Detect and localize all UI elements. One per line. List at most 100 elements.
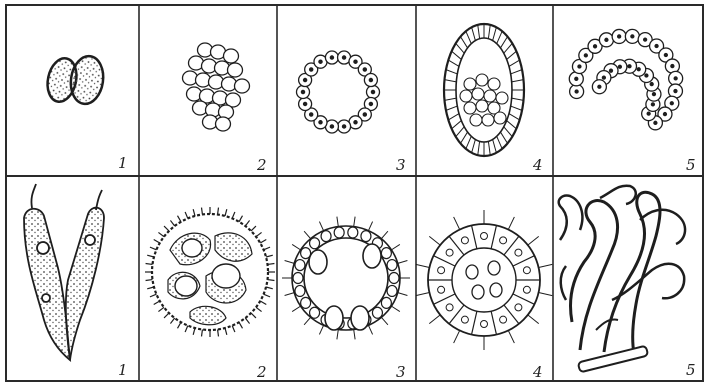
nucleus [644,38,647,41]
inner-cell [464,102,476,114]
cell [387,260,397,271]
cell [321,231,331,242]
nucleus [637,68,640,71]
panel-number-top-3: 3 [396,156,406,174]
nucleus [515,304,522,311]
flagellum [256,307,262,311]
flagellum [232,212,235,218]
nucleus [500,237,507,244]
panel-bottom-2-illustration [145,207,275,337]
flagellum [539,264,553,267]
flagellum [398,293,408,296]
flagellum [202,208,203,215]
panel-number-bottom-2: 2 [256,363,267,381]
reproductive-cell [351,306,369,330]
nucleus [671,65,674,68]
panel-number-top-1: 1 [118,154,128,172]
nucleus [319,121,322,124]
nucleus [330,56,333,59]
flagellum [354,217,355,227]
nucleus [651,103,654,106]
nucleus [371,90,374,93]
nucleus [654,121,657,124]
flagellum [260,240,266,244]
flagellum [158,232,164,236]
nucleus [319,60,322,63]
nucleus [618,65,621,68]
inner-wall [452,248,516,312]
inner-cell [472,88,484,100]
flagellum [381,317,388,325]
nucleus [602,76,605,79]
inner-cell [488,78,500,90]
inner-cell [482,114,494,126]
inner-cell [496,92,508,104]
flagellum [416,264,430,267]
nucleus [674,77,677,80]
nucleus [523,267,530,274]
panel-bottom-4-illustration [416,210,552,350]
cell [372,307,382,318]
flagellum [164,226,169,231]
cell [224,49,239,63]
nucleus [575,90,578,93]
flagellum [245,318,249,324]
panel-top-3-illustration [297,51,380,133]
cell [301,297,311,308]
flagellum [381,231,388,239]
panel-number-bottom-5: 5 [686,361,696,379]
flagellum [398,261,408,264]
flagellum [429,236,440,245]
nucleus [310,68,313,71]
flagellum [539,292,553,295]
flagellum [146,264,153,265]
nucleus [461,237,468,244]
flagellum [185,326,188,332]
flagellum [528,315,539,324]
flagellum [354,329,355,339]
flagellum [429,315,440,324]
flagellum [202,330,203,337]
nucleus [438,286,445,293]
nucleus [609,69,612,72]
flagellum [285,261,295,264]
cell [334,227,344,238]
nucleus [304,78,307,81]
flagellum [292,244,300,249]
nucleus [342,125,345,128]
nucleus [523,286,530,293]
nucleus [481,233,488,240]
inner-cell [460,90,472,102]
nucleus [647,112,650,115]
flagellum [304,231,311,239]
cell [235,79,250,93]
flagellum [337,217,338,227]
flagellum [239,322,243,328]
flagellum [508,217,514,230]
flagellum [251,313,256,318]
nucleus [645,74,648,77]
panel-number-bottom-3: 3 [396,363,406,381]
nucleus [438,267,445,274]
flagellum [245,220,249,226]
panel-number-top-5: 5 [686,156,696,174]
panel-number-top-4: 4 [532,156,543,174]
flagellum [416,292,430,295]
flagellum [454,330,460,343]
cell [381,297,391,308]
nucleus [363,68,366,71]
cell [381,248,391,259]
nucleus [301,90,304,93]
flagellum [170,220,174,226]
flagellum [232,326,235,332]
nucleus [674,90,677,93]
nucleus [481,321,488,328]
inner-cell [464,78,476,90]
flagellum [154,301,160,305]
nucleus [598,85,601,88]
nucleus [670,102,673,105]
flagellum [225,328,227,335]
panel-number-top-2: 2 [256,156,267,174]
